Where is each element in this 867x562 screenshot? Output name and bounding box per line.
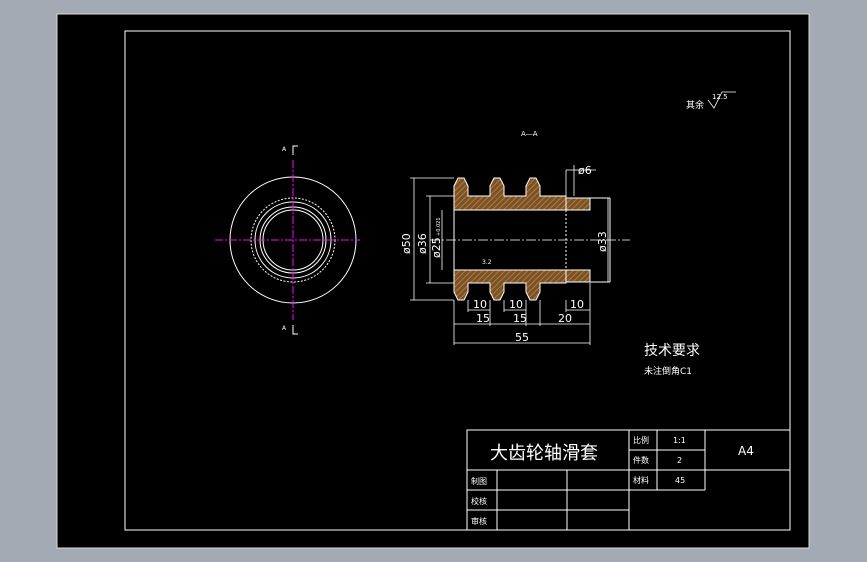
drawn-label: 制图 [471, 476, 487, 486]
surface-finish-value: 12.5 [712, 93, 728, 101]
section-label: A—A [521, 130, 538, 138]
dim-20: 20 [558, 312, 572, 325]
dim-10a: 10 [473, 298, 487, 311]
dim-55: 55 [515, 331, 529, 344]
surface-finish-symbol [707, 91, 736, 109]
scale-value: 1:1 [673, 436, 686, 445]
material-value: 45 [675, 476, 685, 485]
cut-plane-marks [292, 145, 298, 335]
tech-requirements-note: 未注倒角C1 [644, 365, 692, 377]
dim-d25: ø25 [430, 237, 443, 258]
surface-finish-prefix: 其余 [686, 99, 704, 111]
approved-label: 审核 [471, 516, 487, 526]
end-view-center-lines [215, 160, 360, 320]
material-label: 材料 [633, 475, 649, 485]
dim-15b: 15 [513, 312, 527, 325]
dim-10b: 10 [509, 298, 523, 311]
count-value: 2 [677, 456, 682, 465]
dim-10c: 10 [570, 298, 584, 311]
tech-requirements-title: 技术要求 [644, 343, 700, 359]
dim-d25-tolerance: +0.021 [436, 217, 442, 236]
title-block [466, 429, 791, 531]
roughness-inner: 3.2 [482, 259, 492, 266]
cut-mark-bottom: A [282, 325, 287, 332]
checked-label: 校核 [471, 496, 487, 506]
scale-label: 比例 [633, 435, 649, 445]
drawing-sheet [56, 13, 810, 549]
dimension-lines [410, 165, 609, 345]
dim-15a: 15 [476, 312, 490, 325]
dim-d33: ø33 [596, 231, 609, 252]
part-name: 大齿轮轴滑套 [490, 443, 598, 464]
count-label: 件数 [633, 455, 649, 465]
dim-d36: ø36 [416, 233, 429, 254]
drawing-border [124, 30, 791, 531]
dim-d6: ø6 [578, 164, 592, 177]
sheet-size: A4 [738, 444, 754, 458]
cut-mark-top: A [282, 146, 287, 153]
dim-d50: ø50 [400, 233, 413, 254]
section-hatch [453, 177, 591, 301]
